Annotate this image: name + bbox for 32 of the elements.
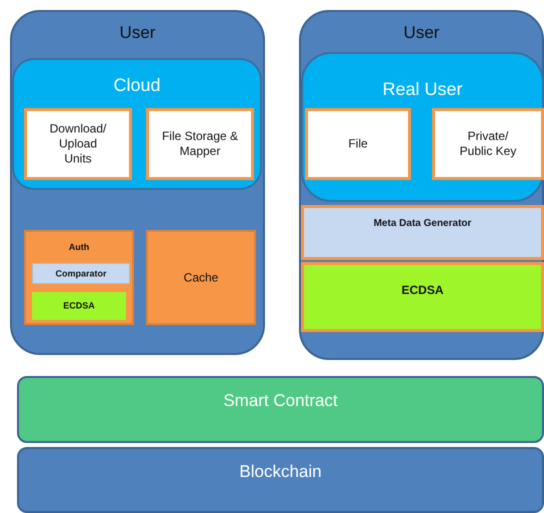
box-label: Comparator bbox=[54, 268, 108, 280]
module-box bbox=[146, 108, 254, 180]
box-title: Cloud bbox=[112, 74, 162, 96]
box-title: Smart Contract bbox=[222, 390, 339, 412]
module-box bbox=[30, 290, 128, 322]
box-label: Download/ Upload Units bbox=[48, 122, 108, 166]
box-title: Real User bbox=[381, 78, 464, 100]
real-user-panel bbox=[301, 52, 544, 202]
layer-bar bbox=[17, 447, 544, 513]
box-title: User bbox=[402, 22, 440, 44]
module-box bbox=[301, 262, 544, 332]
user-panel bbox=[299, 10, 544, 360]
cloud-panel bbox=[12, 58, 262, 190]
box-label: File bbox=[347, 136, 369, 152]
module-box bbox=[32, 263, 130, 284]
box-title: Blockchain bbox=[238, 461, 323, 482]
box-title: ECDSA bbox=[400, 283, 444, 298]
user-panel bbox=[10, 10, 265, 355]
box-title: Meta Data Generator bbox=[372, 218, 472, 230]
module-box bbox=[305, 108, 411, 180]
box-label: Private/ Public Key bbox=[458, 129, 518, 159]
auth-box bbox=[24, 230, 134, 325]
module-box bbox=[24, 108, 132, 180]
box-label: File Storage & Mapper bbox=[160, 129, 240, 159]
box-label: Cache bbox=[182, 270, 220, 285]
cache-box bbox=[146, 230, 256, 325]
box-title: User bbox=[118, 22, 156, 44]
box-title: Auth bbox=[68, 242, 90, 254]
box-label: ECDSA bbox=[62, 300, 96, 312]
module-box bbox=[432, 108, 544, 180]
generator-box bbox=[301, 205, 544, 260]
layer-bar bbox=[17, 376, 544, 443]
